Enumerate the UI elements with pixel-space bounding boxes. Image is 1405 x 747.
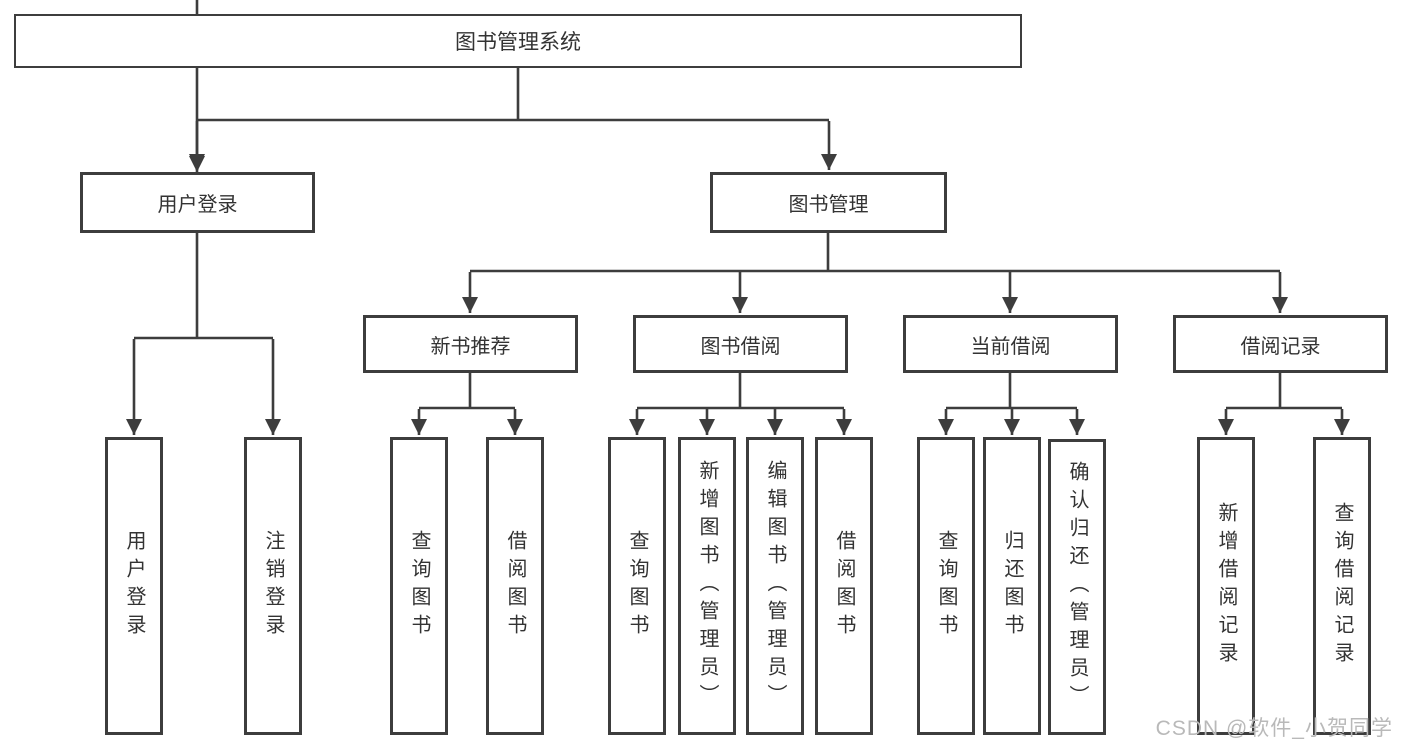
leaf-current-query-books-label: 查询图书 (935, 530, 957, 642)
node-book-management: 图书管理 (710, 172, 947, 233)
connector-book-management-group (461, 233, 1289, 313)
leaf-records-query-record-label: 查询借阅记录 (1331, 502, 1353, 670)
node-root-system-label: 图书管理系统 (455, 31, 581, 54)
node-borrow-records: 借阅记录 (1173, 315, 1388, 373)
node-user-login: 用户登录 (80, 172, 315, 233)
leaf-recommend-query-books-label: 查询图书 (408, 530, 430, 642)
csdn-watermark: CSDN @软件_小贺同学 (1155, 717, 1393, 740)
leaf-borrow-add-books-admin-label: 新增图书（管理员） (696, 460, 718, 712)
leaf-logout-label: 注销登录 (262, 530, 284, 642)
connector-current-borrow-group (937, 373, 1086, 435)
leaf-current-confirm-return-admin: 确认归还（管理员） (1048, 439, 1106, 735)
leaf-user-login: 用户登录 (105, 437, 163, 735)
leaf-borrow-borrow-books: 借阅图书 (815, 437, 873, 735)
leaf-borrow-query-books-label: 查询图书 (626, 530, 648, 642)
leaf-borrow-query-books: 查询图书 (608, 437, 666, 735)
leaf-records-add-record-label: 新增借阅记录 (1215, 502, 1237, 670)
node-current-borrow: 当前借阅 (903, 315, 1118, 373)
leaf-current-return-books: 归还图书 (983, 437, 1041, 735)
node-book-borrow: 图书借阅 (633, 315, 848, 373)
node-new-book-recommend: 新书推荐 (363, 315, 578, 373)
leaf-borrow-edit-books-admin-label: 编辑图书（管理员） (764, 460, 786, 712)
node-user-login-label: 用户登录 (157, 194, 238, 216)
leaf-current-query-books: 查询图书 (917, 437, 975, 735)
leaf-logout: 注销登录 (244, 437, 302, 735)
node-borrow-records-label: 借阅记录 (1240, 335, 1321, 358)
leaf-records-add-record: 新增借阅记录 (1197, 437, 1255, 735)
node-current-borrow-label: 当前借阅 (970, 335, 1051, 358)
leaf-current-return-books-label: 归还图书 (1001, 530, 1023, 642)
leaf-borrow-borrow-books-label: 借阅图书 (833, 530, 855, 642)
leaf-borrow-edit-books-admin: 编辑图书（管理员） (746, 437, 804, 735)
connector-borrow-records-group (1217, 373, 1351, 435)
connector-book-borrow-group (628, 373, 853, 435)
leaf-recommend-borrow-books-label: 借阅图书 (504, 530, 526, 642)
leaf-borrow-add-books-admin: 新增图书（管理员） (678, 437, 736, 735)
leaf-records-query-record: 查询借阅记录 (1313, 437, 1371, 735)
connector-new-book-recommend-group (410, 373, 524, 435)
leaf-user-login-label: 用户登录 (123, 530, 145, 642)
node-root-system: 图书管理系统 (14, 14, 1022, 68)
leaf-current-confirm-return-admin-label: 确认归还（管理员） (1066, 461, 1088, 713)
leaf-recommend-query-books: 查询图书 (390, 437, 448, 735)
leaf-recommend-borrow-books: 借阅图书 (486, 437, 544, 735)
node-new-book-recommend-label: 新书推荐 (430, 335, 511, 358)
connector-user-login-group (125, 233, 282, 435)
node-book-borrow-label: 图书借阅 (700, 335, 781, 358)
node-book-management-label: 图书管理 (788, 194, 869, 216)
